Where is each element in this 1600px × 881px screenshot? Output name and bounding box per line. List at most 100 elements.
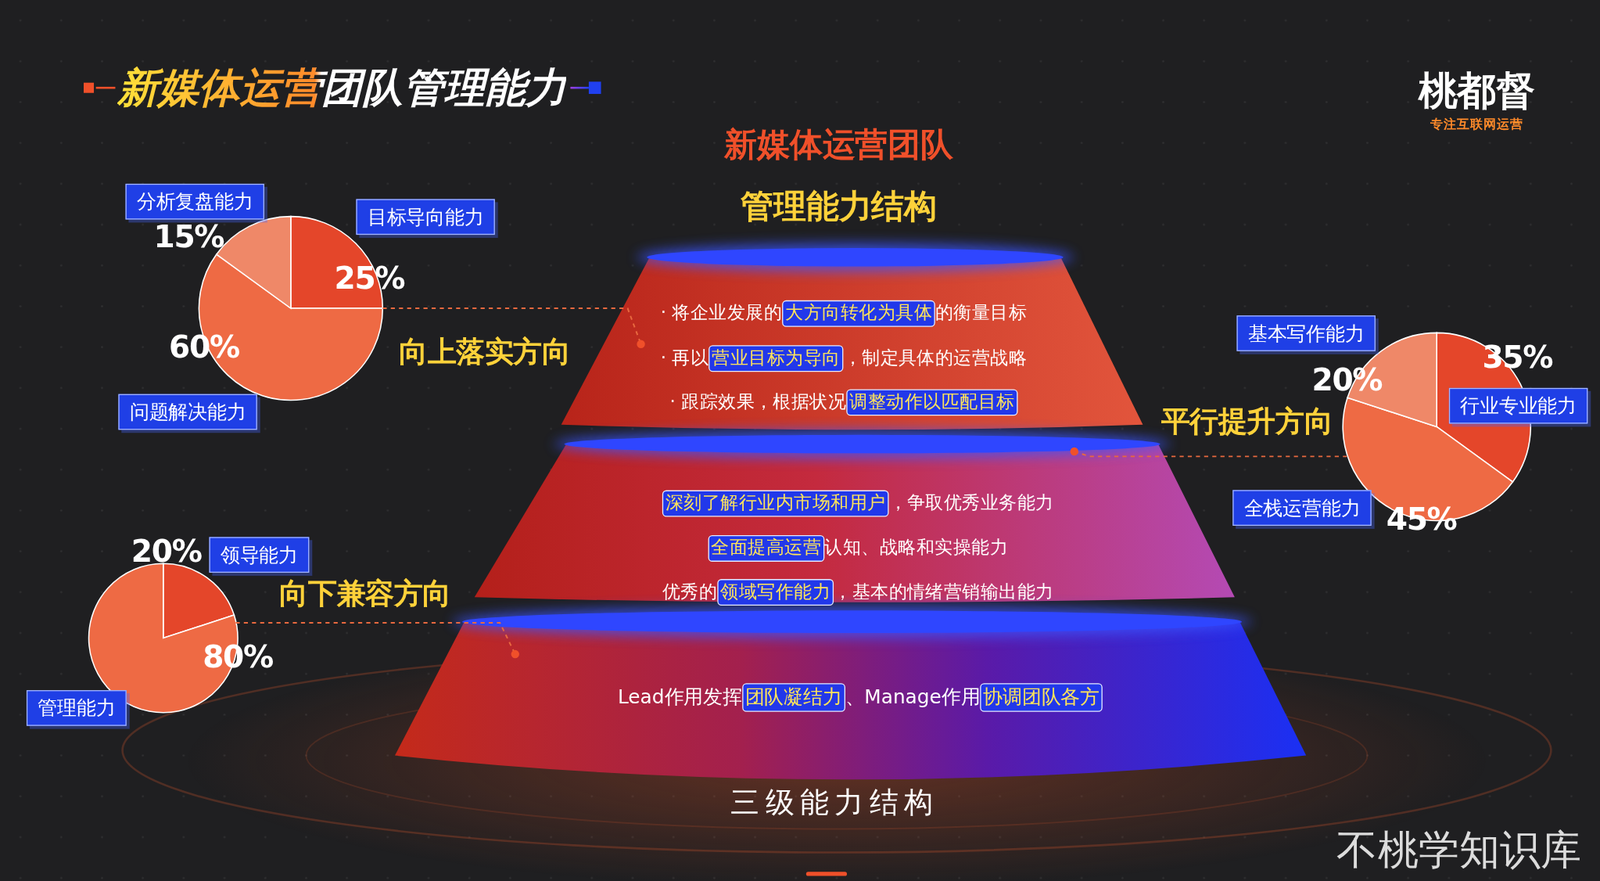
structure-subheading: 管理能力结构 xyxy=(740,186,937,227)
highlight-text: 领域写作能力 xyxy=(717,578,834,605)
title-mark xyxy=(588,81,602,94)
tier-line: · 跟踪效果，根据状况调整动作以匹配目标 xyxy=(670,388,1019,415)
percent-wrap: 15% xyxy=(154,219,225,254)
tier-line: 深刻了解行业内市场和用户，争取优秀业务能力 xyxy=(662,490,1055,517)
percent-value: 15% xyxy=(154,219,225,254)
pyramid-caption-wrap: 三级能力结构 xyxy=(730,785,939,820)
tier-cap xyxy=(462,609,1242,633)
tier-text: ，制定具体的运营战略 xyxy=(843,346,1028,371)
percent-value: 35% xyxy=(1481,340,1553,374)
percent-value: 60% xyxy=(168,330,240,364)
tier-text: 的衡量目标 xyxy=(935,301,1027,326)
structure-subheading-wrap: 管理能力结构 xyxy=(740,186,937,227)
tier-cap-glow xyxy=(554,429,1171,459)
pyramid-tier: · 将企业发展的大方向转化为具体的衡量目标 · 再以营业目标为导向，制定具体的运营… xyxy=(561,244,1144,429)
page-title: 新媒体运营团队管理能力 xyxy=(117,63,567,113)
ability-label: 管理能力 xyxy=(37,695,115,721)
pie-graphic xyxy=(198,216,383,401)
tier-line: Lead作用发挥团队凝结力、Manage作用协调团队各方 xyxy=(617,682,1103,711)
watermark-wrap: 不桃学知识库 xyxy=(1336,824,1582,874)
title-row: 新媒体运营团队管理能力 xyxy=(83,63,602,113)
tier-text: ，基本的情绪营销输出能力 xyxy=(833,579,1055,604)
highlight-text: 调整动作以匹配目标 xyxy=(846,388,1018,415)
structure-heading-wrap: 新媒体运营团队 xyxy=(724,125,953,165)
tier-body xyxy=(561,258,1144,430)
percent-wrap: 60% xyxy=(168,330,240,364)
tier-line: · 将企业发展的大方向转化为具体的衡量目标 xyxy=(660,300,1028,327)
logo-text-wrap: 桃都督 xyxy=(1418,68,1536,115)
watermark: 不桃学知识库 xyxy=(1336,824,1582,874)
ability-label: 领导能力 xyxy=(220,541,298,567)
pyramid-caption: 三级能力结构 xyxy=(730,785,939,820)
tier-text: 优秀的 xyxy=(662,579,718,604)
ability-label-box: 基本写作能力 xyxy=(1236,315,1375,351)
tier-text: ，争取优秀业务能力 xyxy=(889,491,1055,516)
ability-label: 分析复盘能力 xyxy=(136,188,254,214)
percent-value: 25% xyxy=(333,260,405,295)
ability-label: 问题解决能力 xyxy=(129,398,247,424)
direction-label: 平行提升方向 xyxy=(1161,404,1333,439)
highlight-text: 团队凝结力 xyxy=(742,682,846,711)
percent-wrap: 20% xyxy=(1312,362,1383,397)
highlight-text: 营业目标为导向 xyxy=(708,344,844,371)
direction-label-wrap: 向上落实方向 xyxy=(398,334,571,370)
tier-body xyxy=(394,621,1306,780)
bottom-bar xyxy=(806,871,847,876)
tier-text: Lead作用发挥 xyxy=(617,683,743,710)
tier-cap-glow xyxy=(636,243,1073,273)
pie-slice xyxy=(216,216,291,309)
tier-line: · 再以营业目标为导向，制定具体的运营战略 xyxy=(660,344,1028,371)
percent-wrap: 80% xyxy=(202,638,273,673)
tier-body xyxy=(474,444,1235,603)
highlight-text: 深刻了解行业内市场和用户 xyxy=(662,490,890,517)
percent-wrap: 35% xyxy=(1481,340,1553,374)
percent-wrap: 45% xyxy=(1386,501,1457,535)
ability-label-box: 分析复盘能力 xyxy=(125,183,264,219)
ability-label-box: 目标导向能力 xyxy=(355,198,495,234)
percent-value: 45% xyxy=(1386,501,1457,535)
tier-text: · 将企业发展的 xyxy=(660,301,783,326)
percent-value: 80% xyxy=(202,638,273,673)
highlight-text: 全面提高运营 xyxy=(708,534,826,561)
connector-dot xyxy=(1070,447,1079,456)
title-rule xyxy=(570,86,589,90)
logo-text: 桃都督 xyxy=(1418,68,1536,115)
logo-tagline: 专注互联网运营 xyxy=(1430,116,1524,132)
ability-label: 行业专业能力 xyxy=(1460,392,1577,418)
percent-value: 20% xyxy=(1312,362,1383,397)
ability-label-box: 管理能力 xyxy=(26,689,127,725)
tier-text: 、Manage作用 xyxy=(845,683,981,710)
highlight-text: 协调团队各方 xyxy=(979,682,1103,711)
pie-chart: 15%25%60% xyxy=(198,216,383,401)
ability-label-box: 行业专业能力 xyxy=(1449,387,1588,424)
percent-wrap: 25% xyxy=(333,260,405,295)
tier-cap-glow xyxy=(452,605,1253,639)
logo-tagline-wrap: 专注互联网运营 xyxy=(1430,112,1524,133)
tier-text: · 再以 xyxy=(660,346,710,371)
percent-wrap: 20% xyxy=(131,534,202,568)
direction-label-wrap: 向下兼容方向 xyxy=(279,576,451,611)
pyramid-tier: Lead作用发挥团队凝结力、Manage作用协调团队各方 xyxy=(394,609,1306,788)
title-mark xyxy=(83,82,94,94)
pyramid-tier: 深刻了解行业内市场和用户，争取优秀业务能力全面提高运营认知、战略和实操能力优秀的… xyxy=(474,434,1235,610)
ability-label-box: 问题解决能力 xyxy=(118,394,257,430)
ability-label: 全栈运营能力 xyxy=(1244,495,1361,521)
direction-label: 向上落实方向 xyxy=(398,334,571,370)
highlight-text: 大方向转化为具体 xyxy=(782,300,936,327)
structure-heading: 新媒体运营团队 xyxy=(724,125,953,165)
tier-text: · 跟踪效果，根据状况 xyxy=(670,390,847,415)
ability-label-box: 全栈运营能力 xyxy=(1232,489,1371,525)
tier-line: 优秀的领域写作能力，基本的情绪营销输出能力 xyxy=(662,578,1055,605)
connector-dot xyxy=(511,649,520,658)
direction-label-wrap: 平行提升方向 xyxy=(1161,404,1333,439)
heading-rule xyxy=(964,149,1496,151)
title-rule xyxy=(96,86,116,90)
tier-text: 认知、战略和实操能力 xyxy=(824,535,1009,560)
tier-line: 全面提高运营认知、战略和实操能力 xyxy=(708,534,1009,561)
ability-label: 基本写作能力 xyxy=(1248,320,1365,346)
ability-label-box: 领导能力 xyxy=(208,536,309,572)
tier-cap xyxy=(646,247,1063,266)
ability-label: 目标导向能力 xyxy=(367,204,485,230)
direction-label: 向下兼容方向 xyxy=(279,576,451,611)
